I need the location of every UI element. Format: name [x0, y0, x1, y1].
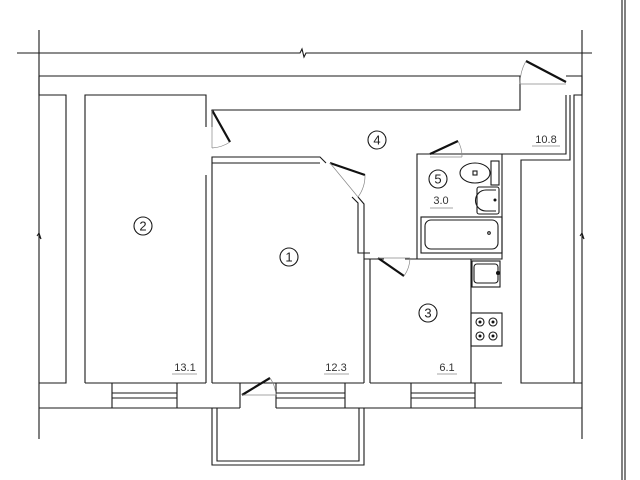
room-number: 3 [424, 306, 431, 321]
room-area: 3.0 [433, 195, 448, 207]
toilet-icon [459, 160, 500, 186]
room-5: 5 3.0 [428, 169, 453, 209]
room-area: 13.1 [174, 362, 195, 374]
walls [38, 75, 583, 466]
windows [111, 383, 476, 408]
room-4: 4 10.8 [367, 130, 560, 150]
room-1: 1 12.3 [279, 247, 349, 375]
room-number: 2 [139, 219, 146, 234]
room-area: 10.8 [535, 134, 556, 146]
balcony [211, 408, 365, 466]
doors [211, 60, 567, 396]
room-number: 4 [373, 133, 380, 148]
fixtures [420, 160, 503, 383]
room-3: 3 6.1 [418, 303, 457, 375]
room-number: 1 [285, 250, 292, 265]
stove-icon [470, 312, 503, 347]
room1-door [329, 161, 366, 177]
dimension-lines [17, 30, 592, 439]
room-area: 12.3 [325, 362, 346, 374]
bathroom-door [429, 140, 459, 155]
kitchen-counter [470, 259, 501, 383]
room-number: 5 [434, 172, 441, 187]
page-border [621, 0, 626, 480]
room-2: 2 13.1 [133, 216, 197, 375]
room-area: 6.1 [439, 362, 454, 374]
room2-door [211, 109, 231, 143]
bathtub-icon [420, 216, 503, 254]
entry-door [525, 60, 567, 83]
balcony-door [241, 377, 271, 396]
kitchen-door [377, 257, 405, 277]
washbasin-icon [475, 186, 500, 215]
